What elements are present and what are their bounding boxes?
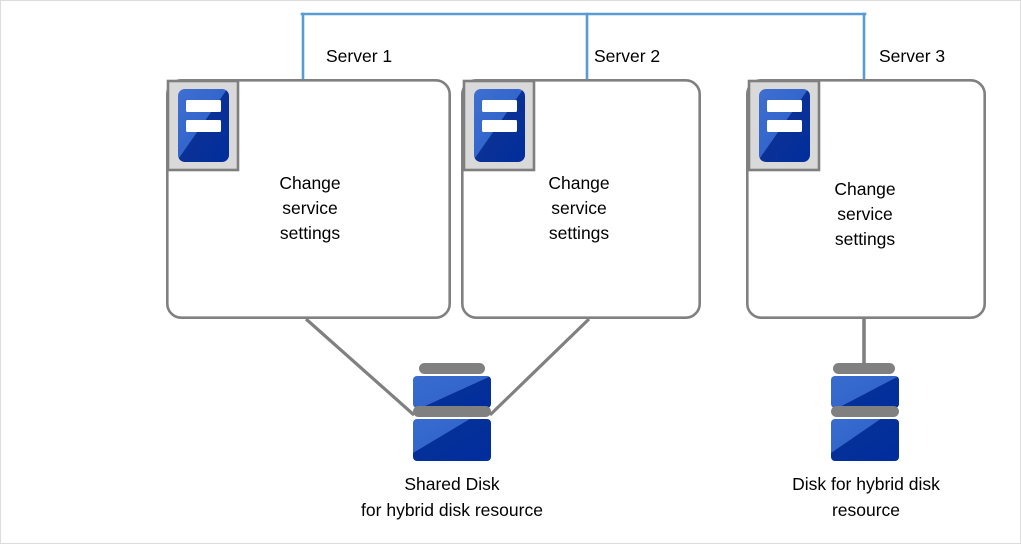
server-1-body-text: Change service settings	[279, 173, 341, 243]
shared-disk-caption: Shared Disk for hybrid disk resource	[361, 474, 543, 520]
disk-stack-icon	[413, 363, 491, 461]
server-icon	[462, 79, 536, 172]
connector-lines	[304, 317, 866, 417]
connector-server1-shared-disk	[304, 317, 416, 417]
server-1-label: Server 1	[326, 46, 393, 66]
server-3-label: Server 3	[879, 46, 946, 66]
server-icon	[747, 79, 821, 172]
disk-stack-icon	[831, 363, 899, 461]
server-2-label: Server 2	[594, 46, 661, 66]
server-icon	[166, 79, 240, 172]
server-2-body-text: Change service settings	[548, 173, 610, 243]
cluster-bracket	[300, 12, 867, 83]
server-3-body-text: Change service settings	[834, 179, 896, 249]
connector-server2-shared-disk	[488, 317, 591, 417]
hybrid-disk-caption: Disk for hybrid disk resource	[792, 474, 940, 520]
